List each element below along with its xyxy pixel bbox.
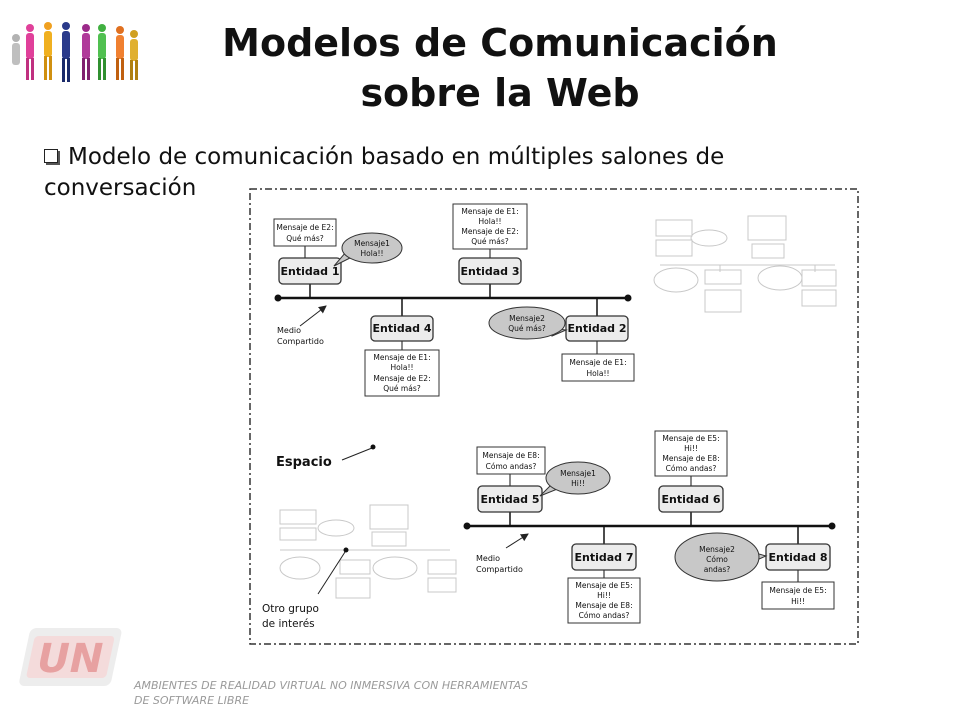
box-line: Qué más? xyxy=(383,384,420,393)
label-otro-grupo: Otro grupo de interés xyxy=(262,547,349,630)
box-line: Mensaje de E8: xyxy=(575,601,632,610)
entity-3: Entidad 3 xyxy=(458,257,522,285)
bubble-line: Mensaje2 xyxy=(509,314,545,323)
box-line: Cómo andas? xyxy=(666,464,717,473)
entity-6-label: Entidad 6 xyxy=(661,493,720,506)
entity-4-label: Entidad 4 xyxy=(372,322,431,335)
box-line: Mensaje de E8: xyxy=(662,454,719,463)
bubble-line: Mensaje1 xyxy=(560,469,596,478)
entity-4: Entidad 4 xyxy=(370,315,434,342)
box-line: Mensaje de E2: xyxy=(461,227,518,236)
entity-8: Entidad 8 xyxy=(765,543,831,571)
label-line: Otro grupo xyxy=(262,603,319,615)
box-line: Mensaje de E1: xyxy=(373,353,430,362)
box-line: Mensaje de E5: xyxy=(575,581,632,590)
entity-5: Entidad 5 xyxy=(477,485,543,513)
entity-8-label: Entidad 8 xyxy=(768,551,827,564)
medium-end-dot xyxy=(828,522,836,530)
message-box-e1: Mensaje de E2: Qué más? xyxy=(273,218,337,247)
message-box-e5: Mensaje de E8: Cómo andas? xyxy=(476,446,546,475)
label-line: Compartido xyxy=(277,337,324,346)
entity-1: Entidad 1 xyxy=(278,257,342,285)
box-line: Mensaje de E2: xyxy=(276,223,333,232)
footer-line-2: DE SOFTWARE LIBRE xyxy=(134,694,250,707)
entity-2-label: Entidad 2 xyxy=(567,322,626,335)
message-box-e7: Mensaje de E5: Hi!! Mensaje de E8: Cómo … xyxy=(567,577,641,624)
bullet-point: Modelo de comunicación basado en múltipl… xyxy=(44,142,864,204)
bubble-line: Qué más? xyxy=(508,324,545,333)
entity-1-label: Entidad 1 xyxy=(280,265,339,278)
box-line: Mensaje de E1: xyxy=(569,358,626,367)
box-line: Cómo andas? xyxy=(486,462,537,471)
room-bottom: Entidad 5 Entidad 6 Entidad 7 Entidad 8 … xyxy=(463,430,836,624)
message-box-e3: Mensaje de E1: Hola!! Mensaje de E2: Qué… xyxy=(452,203,528,250)
medium-end-dot xyxy=(463,522,471,530)
message-box-e6: Mensaje de E5: Hi!! Mensaje de E8: Cómo … xyxy=(654,430,728,477)
title-line-2: sobre la Web xyxy=(360,71,640,115)
entity-7-label: Entidad 7 xyxy=(574,551,633,564)
message-box-e4: Mensaje de E1: Hola!! Mensaje de E2: Qué… xyxy=(364,349,440,397)
bubble-line: Mensaje1 xyxy=(354,239,390,248)
entity-3-label: Entidad 3 xyxy=(460,265,519,278)
espacio-text: Espacio xyxy=(276,455,332,470)
label-line: Medio xyxy=(277,326,301,335)
medium-end-dot xyxy=(274,294,282,302)
bubble-line: Mensaje2 xyxy=(699,545,735,554)
message-box-e8: Mensaje de E5: Hi!! xyxy=(761,581,835,610)
bullet-text: Modelo de comunicación basado en múltipl… xyxy=(44,144,725,201)
bubble-line: andas? xyxy=(704,565,731,574)
box-line: Mensaje de E2: xyxy=(373,374,430,383)
box-line: Qué más? xyxy=(471,237,508,246)
speech-bubble-mensaje2-bottom: Mensaje2 Cómo andas? xyxy=(674,532,768,582)
people-logo-icon xyxy=(12,22,138,82)
box-line: Hi!! xyxy=(791,597,805,606)
box-line: Qué más? xyxy=(286,234,323,243)
page-title: Modelos de Comunicación sobre la Web xyxy=(150,18,850,118)
box-line: Mensaje de E5: xyxy=(769,586,826,595)
box-line: Hola!! xyxy=(391,363,414,372)
room-top: Entidad 1 Entidad 3 Entidad 4 Entidad 2 … xyxy=(273,203,635,397)
un-watermark-logo: UN xyxy=(19,628,122,686)
entity-5-label: Entidad 5 xyxy=(480,493,539,506)
label-line: Compartido xyxy=(476,565,523,574)
medium-end-dot xyxy=(624,294,632,302)
box-line: Cómo andas? xyxy=(579,611,630,620)
entity-2: Entidad 2 xyxy=(565,315,629,342)
label-medio-compartido-top: Medio Compartido xyxy=(277,305,327,346)
footer-line-1: AMBIENTES DE REALIDAD VIRTUAL NO INMERSI… xyxy=(134,679,529,692)
logo-letters: UN xyxy=(32,634,108,681)
box-line: Hola!! xyxy=(587,369,610,378)
box-line: Mensaje de E8: xyxy=(482,451,539,460)
label-medio-compartido-bottom: Medio Compartido xyxy=(476,533,529,574)
box-line: Mensaje de E1: xyxy=(461,207,518,216)
title-line-1: Modelos de Comunicación xyxy=(222,21,778,65)
speech-bubble-mensaje1-bottom: Mensaje1 Hi!! xyxy=(539,461,611,497)
box-line: Hola!! xyxy=(479,217,502,226)
faded-group-top-right xyxy=(653,215,837,313)
box-line: Mensaje de E5: xyxy=(662,434,719,443)
people-figures xyxy=(12,22,138,82)
message-box-e2: Mensaje de E1: Hola!! xyxy=(561,353,635,382)
label-espacio: Espacio xyxy=(276,444,376,470)
entity-7: Entidad 7 xyxy=(571,543,637,571)
footer-text: AMBIENTES DE REALIDAD VIRTUAL NO INMERSI… xyxy=(134,678,654,708)
speech-bubble-mensaje2-top: Mensaje2 Qué más? xyxy=(488,306,568,340)
label-line: de interés xyxy=(262,618,315,630)
box-line: Hi!! xyxy=(597,591,611,600)
label-line: Medio xyxy=(476,554,500,563)
bubble-line: Hi!! xyxy=(571,479,585,488)
bubble-line: Cómo xyxy=(706,555,728,564)
box-line: Hi!! xyxy=(684,444,698,453)
checkbox-bullet-icon xyxy=(44,149,58,163)
faded-group-bottom-left xyxy=(279,504,457,599)
bubble-line: Hola!! xyxy=(361,249,384,258)
entity-6: Entidad 6 xyxy=(658,485,724,513)
speech-bubble-mensaje1-top: Mensaje1 Hola!! xyxy=(333,232,403,267)
